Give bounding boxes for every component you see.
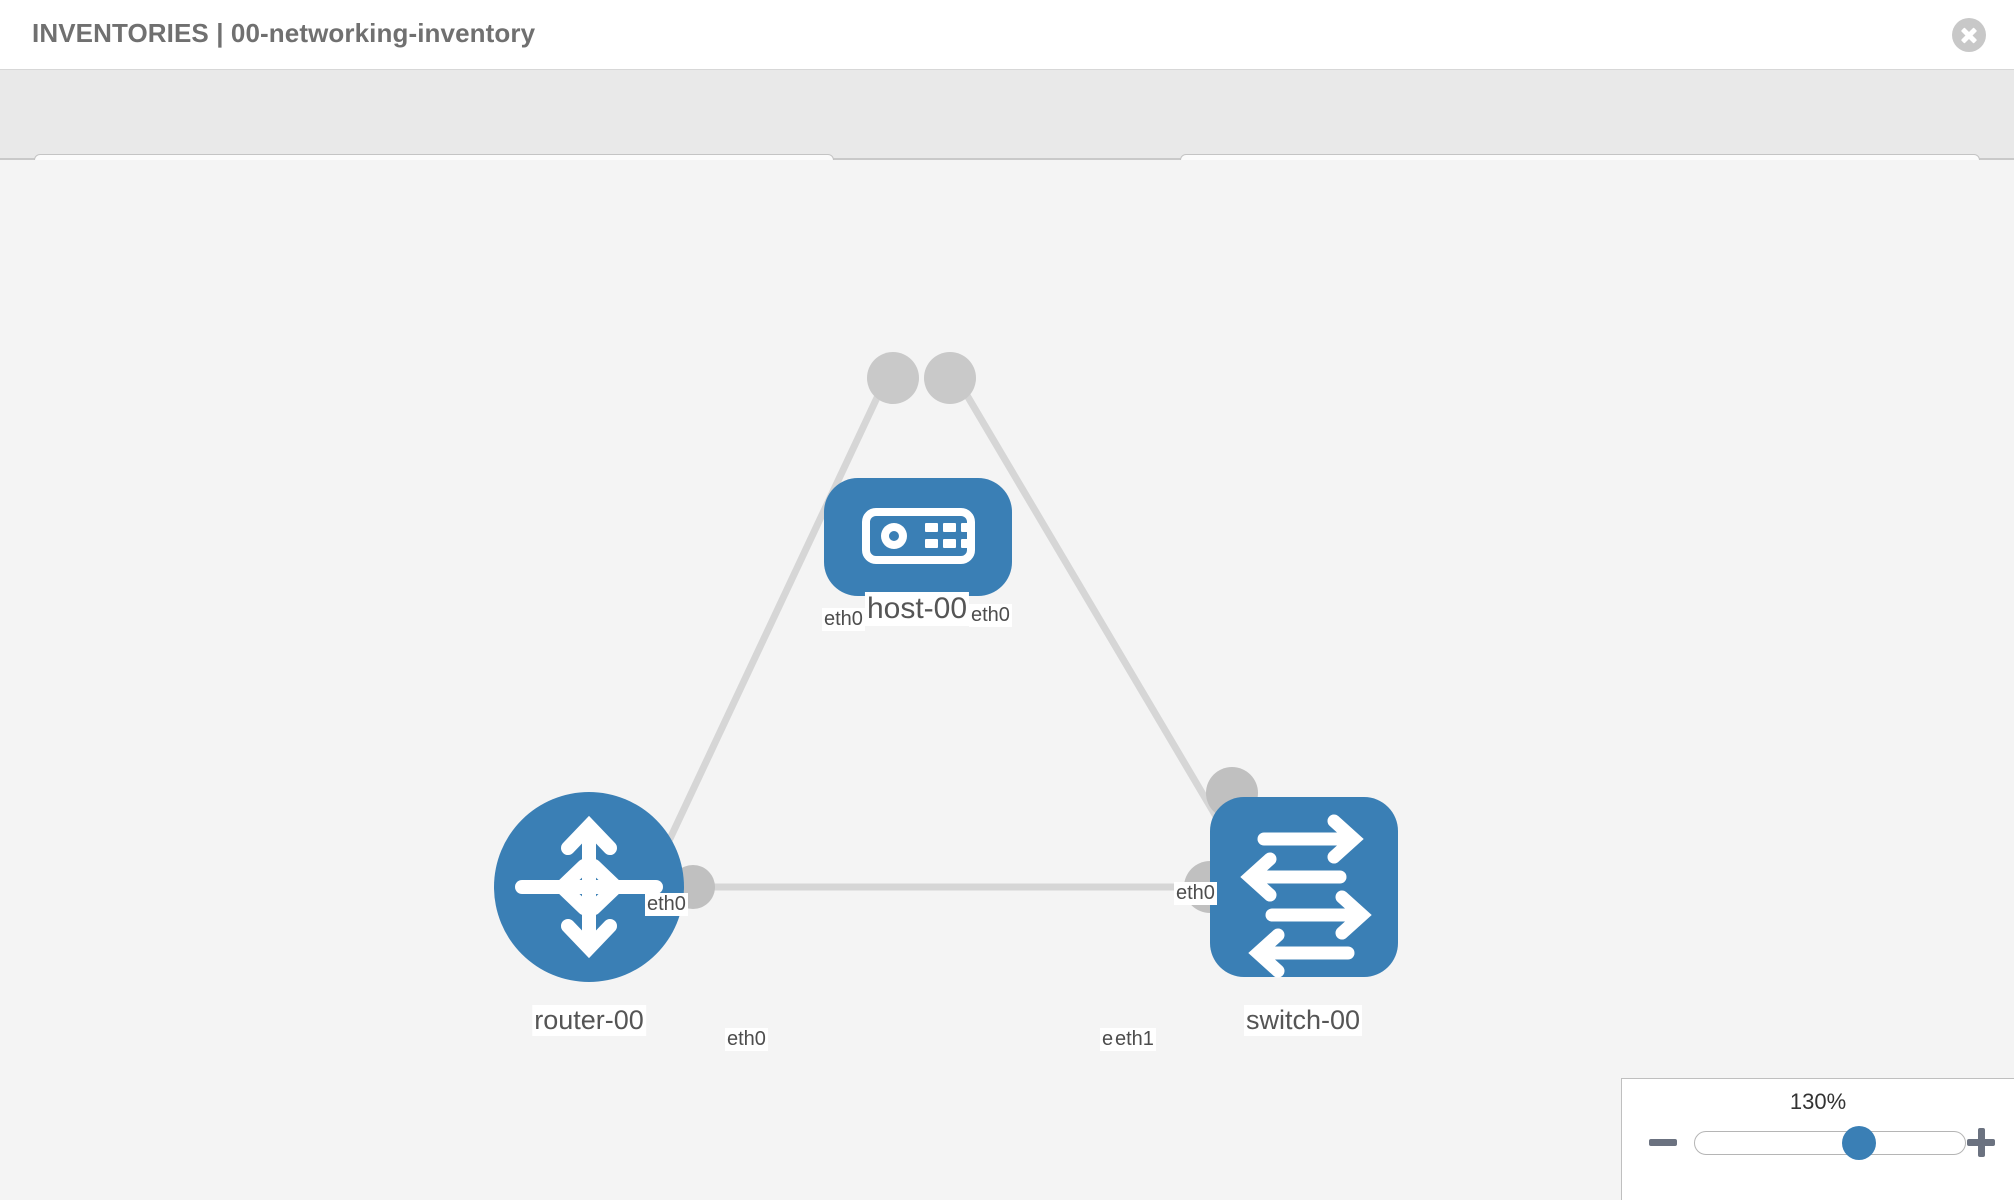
zoom-slider-thumb[interactable] — [1841, 1126, 1876, 1160]
node-host-00[interactable] — [824, 478, 1012, 596]
edge-label-switch-up: eth0 — [1174, 882, 1217, 905]
edge-label-host-left: eth0 — [822, 608, 865, 631]
toolbar: ACTIONS SEARCH — [0, 70, 2014, 210]
topology-graph — [494, 352, 1398, 982]
close-icon[interactable] — [1952, 18, 1986, 52]
page-header: INVENTORIES | 00-networking-inventory — [0, 0, 2014, 70]
zoom-slider-track[interactable] — [1694, 1131, 1966, 1155]
zoom-level-value: 130% — [1789, 1089, 1847, 1114]
connector-host-right[interactable] — [924, 352, 976, 404]
topology-canvas[interactable]: host-00 router-00 switch-00 eth0 eth0 et… — [0, 160, 2014, 1200]
zoom-out-button[interactable] — [1646, 1125, 1680, 1159]
node-router-00[interactable] — [494, 792, 684, 982]
edge-label-host-right: eth0 — [969, 604, 1012, 627]
edge-label-router-right: eth0 — [725, 1028, 768, 1051]
edge-label-router-up: eth0 — [645, 893, 688, 916]
edge-host-router[interactable] — [656, 368, 894, 862]
node-label-switch-00: switch-00 — [1243, 1005, 1363, 1036]
node-label-host-00: host-00 — [864, 592, 970, 626]
zoom-in-button[interactable] — [1964, 1125, 1998, 1159]
zoom-control-panel: 130% — [1621, 1078, 2014, 1200]
edge-label-switch-left-b: eth1 — [1113, 1028, 1156, 1051]
node-switch-00[interactable] — [1210, 797, 1398, 978]
edge-host-switch[interactable] — [948, 368, 1234, 842]
page-title: INVENTORIES | 00-networking-inventory — [32, 18, 536, 48]
node-label-router-00: router-00 — [532, 1005, 646, 1036]
connector-host-left[interactable] — [867, 352, 919, 404]
